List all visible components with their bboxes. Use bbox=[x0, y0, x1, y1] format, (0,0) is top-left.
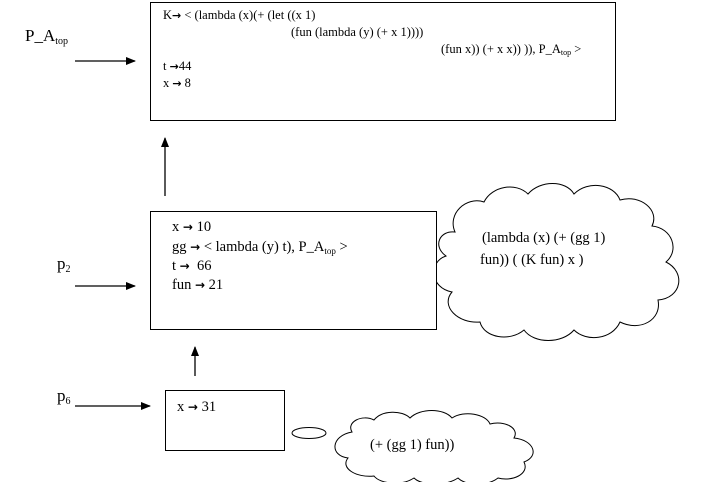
p2-x-value: 10 bbox=[192, 219, 212, 235]
binding-arrow-icon: → bbox=[187, 400, 198, 414]
binding-arrow-icon: → bbox=[172, 77, 182, 90]
p6-thought-line1: (+ (gg 1) fun)) bbox=[370, 437, 455, 453]
p2-gg-name: gg bbox=[172, 239, 191, 255]
p2-fun-value: 21 bbox=[205, 277, 224, 293]
p2-t-name: t bbox=[172, 258, 180, 274]
p2-x-name: x bbox=[172, 219, 183, 235]
top-k-body: < (lambda (x)(+ (let ((x 1) bbox=[181, 8, 316, 22]
binding-arrow-icon: → bbox=[169, 60, 179, 73]
p6-x-binding: x → 31 bbox=[177, 400, 216, 415]
thought-bubble-p6-large bbox=[291, 427, 327, 439]
binding-arrow-icon: → bbox=[194, 278, 206, 292]
top-t-value: 44 bbox=[178, 59, 192, 73]
thought-cloud-p2 bbox=[433, 183, 680, 341]
p2-thought-line2: fun)) ( (K fun) x ) bbox=[480, 252, 584, 268]
frame-label-top: P_Atop bbox=[25, 26, 68, 47]
p2-gg-value: < lambda (y) t), P_A bbox=[200, 239, 325, 255]
p2-t-value: 66 bbox=[189, 258, 212, 274]
frame-label-p2-main: p bbox=[57, 254, 66, 273]
frame-label-p2-sub: 2 bbox=[65, 264, 71, 275]
top-k-line3-close: > bbox=[571, 42, 582, 56]
thought-cloud-p6 bbox=[334, 410, 534, 482]
frame-box-p6 bbox=[165, 390, 285, 451]
top-k-binding-line2: (fun (lambda (y) (+ x 1)))) bbox=[291, 25, 424, 39]
top-k-line3-text: (fun x)) (+ x x)) )), P_A bbox=[441, 42, 561, 56]
top-t-binding: t →44 bbox=[163, 60, 191, 73]
binding-arrow-icon: → bbox=[190, 240, 201, 254]
p2-x-binding: x → 10 bbox=[172, 220, 211, 235]
frame-label-p6-main: p bbox=[57, 386, 66, 405]
binding-arrow-icon: → bbox=[179, 259, 190, 273]
p2-fun-name: fun bbox=[172, 277, 195, 293]
p6-x-value: 31 bbox=[197, 399, 217, 415]
top-x-name: x bbox=[163, 76, 173, 90]
p2-t-binding: t → 66 bbox=[172, 259, 211, 274]
p2-gg-close: > bbox=[335, 239, 348, 255]
top-k-line3-sub: top bbox=[560, 48, 572, 57]
p2-gg-binding: gg → < lambda (y) t), P_Atop > bbox=[172, 240, 348, 256]
frame-label-p6: p6 bbox=[57, 386, 71, 407]
frame-box-p2 bbox=[150, 211, 437, 330]
top-k-binding-line1: K→ < (lambda (x)(+ (let ((x 1) bbox=[163, 9, 315, 22]
p2-fun-binding: fun → 21 bbox=[172, 278, 223, 293]
frame-box-top bbox=[150, 2, 616, 121]
p6-x-name: x bbox=[177, 399, 188, 415]
frame-label-p6-sub: 6 bbox=[65, 396, 71, 407]
top-k-binding-line3: (fun x)) (+ x x)) )), P_Atop > bbox=[441, 43, 581, 57]
p2-gg-sub: top bbox=[324, 246, 336, 256]
frame-label-top-sub: top bbox=[55, 36, 69, 47]
top-t-name: t bbox=[163, 59, 170, 73]
top-x-binding: x →8 bbox=[163, 77, 191, 90]
frame-label-p2: p2 bbox=[57, 254, 71, 275]
binding-arrow-icon: → bbox=[172, 9, 182, 22]
p2-thought-line1: (lambda (x) (+ (gg 1) bbox=[482, 230, 606, 246]
top-k-name: K bbox=[163, 8, 173, 22]
top-x-value: 8 bbox=[184, 76, 191, 90]
frame-label-top-main: P_A bbox=[25, 26, 56, 45]
binding-arrow-icon: → bbox=[182, 220, 193, 234]
